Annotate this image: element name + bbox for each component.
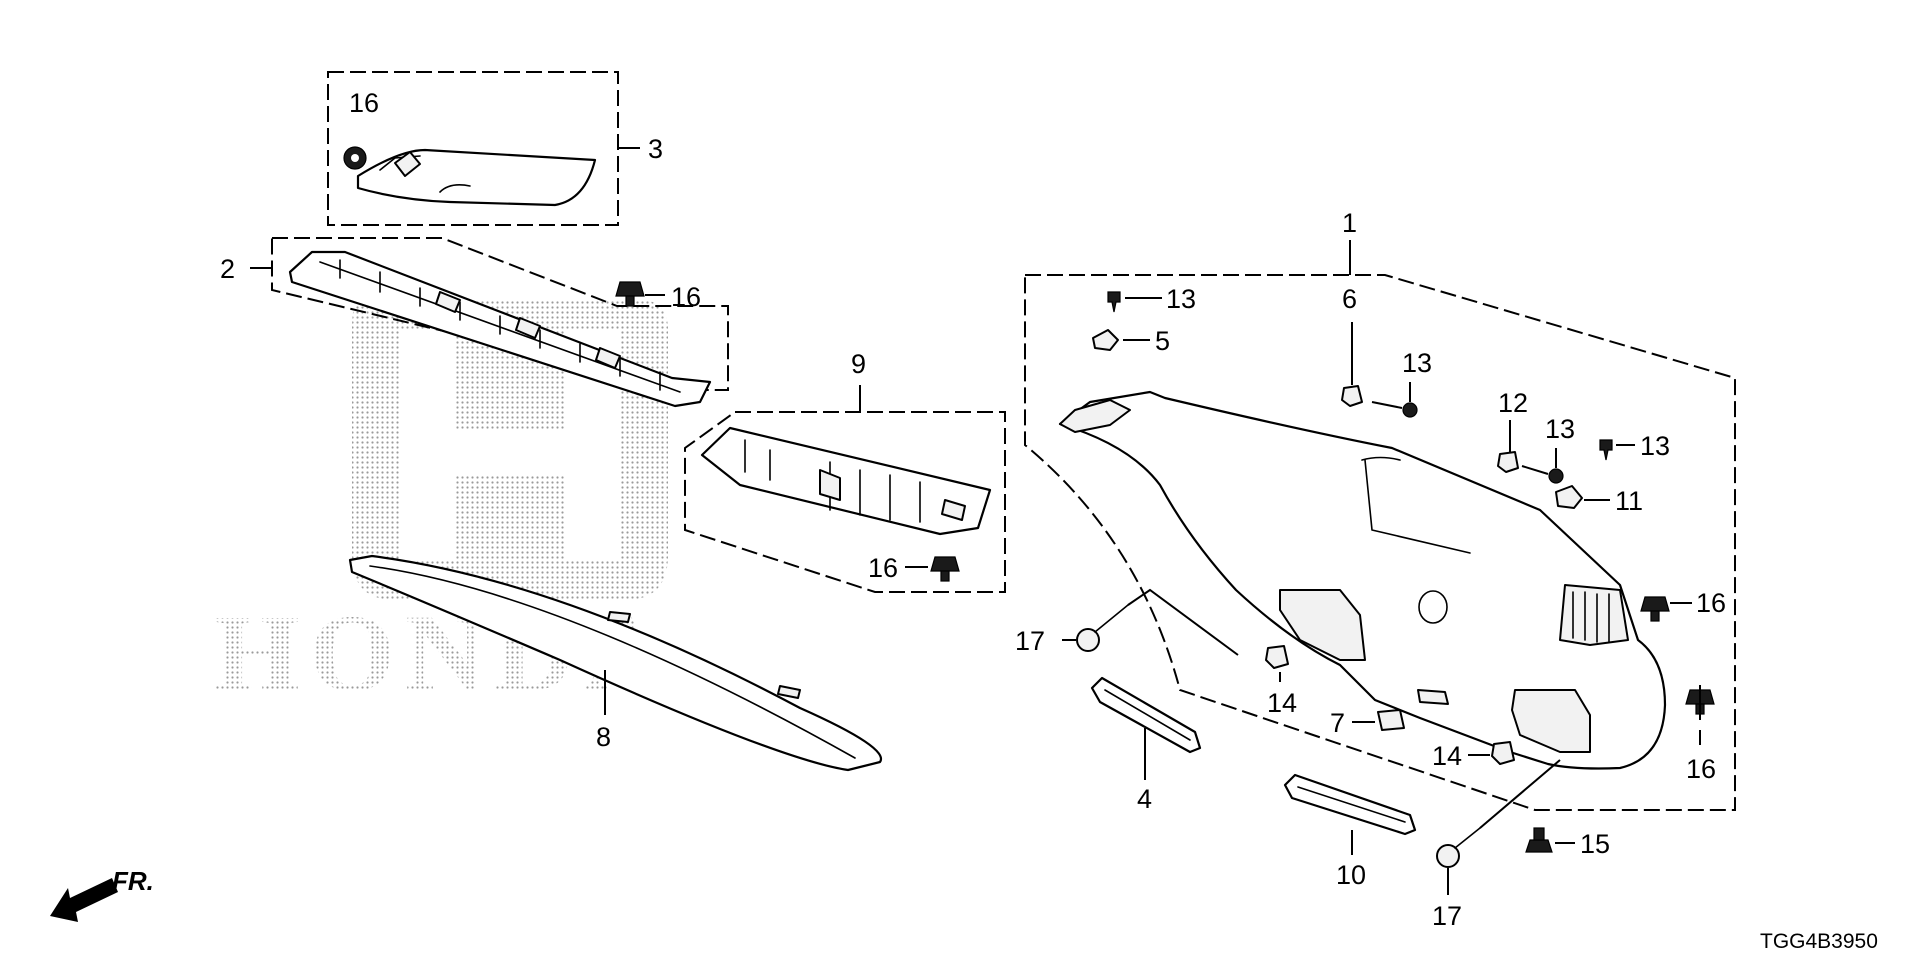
callout-16: 16 [868,553,898,583]
callout-12: 12 [1498,388,1528,418]
screw-13b [1402,402,1418,418]
callout-6: 6 [1342,284,1357,314]
part-10-group [1283,773,1417,855]
callout-13: 13 [1166,284,1196,314]
callout-1: 1 [1342,208,1357,238]
callout-16: 16 [1686,754,1716,784]
clip-13a [1107,291,1121,313]
callout-13: 13 [1402,348,1432,378]
bolt-17b [1436,827,1481,868]
part-2-group [250,237,729,408]
clip-14b [1491,741,1515,765]
clip-6 [1341,385,1363,407]
front-direction-indicator: FR. [50,866,154,922]
callout-3: 3 [648,134,663,164]
clip-5 [1092,329,1119,351]
callout-10: 10 [1336,860,1366,890]
part-1-group [1024,240,1736,811]
clip-16-part1-upper [1640,596,1670,622]
callout-5: 5 [1155,326,1170,356]
clip-13d [1599,439,1613,461]
clip-12 [1497,451,1519,473]
callout-11: 11 [1615,486,1643,516]
callout-17: 17 [1015,626,1045,656]
callout-13: 13 [1545,414,1575,444]
clip-16-part2 [615,281,645,307]
callout-14: 14 [1432,741,1462,771]
callout-8: 8 [596,722,611,752]
part-3-group [327,71,640,226]
callout-15: 15 [1580,829,1610,859]
callout-13: 13 [1640,431,1670,461]
callout-7: 7 [1330,708,1345,738]
part-1-trim [1058,390,1667,770]
part-4-group [1090,676,1202,780]
callout-4: 4 [1137,784,1152,814]
callout-17: 17 [1432,901,1462,931]
bolt-17a [1076,604,1129,652]
callout-2: 2 [220,254,235,284]
callout-16: 16 [1696,588,1726,618]
clip-14a [1265,645,1289,669]
clip-11 [1555,485,1583,509]
clip-16-part9 [930,556,960,582]
diagram-code: TGG4B3950 [1760,930,1878,953]
part-8-group [348,554,883,772]
callout-14: 14 [1267,688,1297,718]
front-label: FR. [112,866,154,896]
part-8 [348,554,883,772]
clip-15 [1525,827,1553,853]
callout-16: 16 [671,282,701,312]
callout-9: 9 [851,349,866,379]
part-2-box [271,237,729,391]
part-1-box [1024,274,1736,811]
part-9-group [684,385,1006,593]
cover-7 [1377,709,1405,731]
callouts: 16 3 2 16 9 16 8 1 13 5 6 13 12 13 13 11… [220,88,1726,931]
screw-13c [1548,468,1564,484]
part-9 [700,426,992,536]
front-arrow-icon [50,878,118,922]
callout-16: 16 [349,88,379,118]
part-9-box [684,411,1006,593]
